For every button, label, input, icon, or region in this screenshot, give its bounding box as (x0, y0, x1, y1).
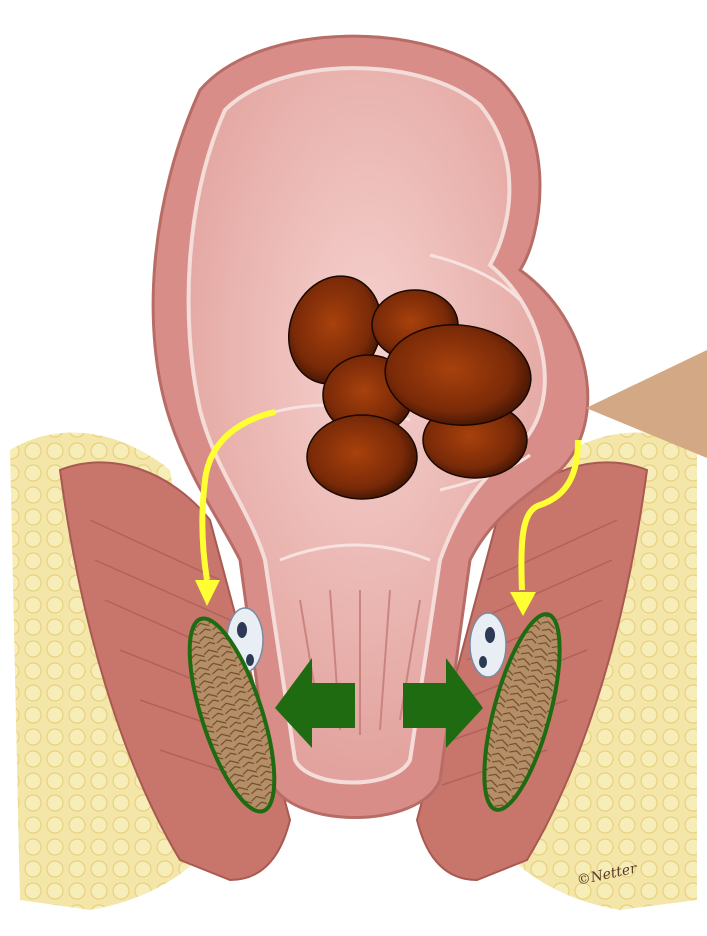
stool-pellet (307, 415, 417, 499)
